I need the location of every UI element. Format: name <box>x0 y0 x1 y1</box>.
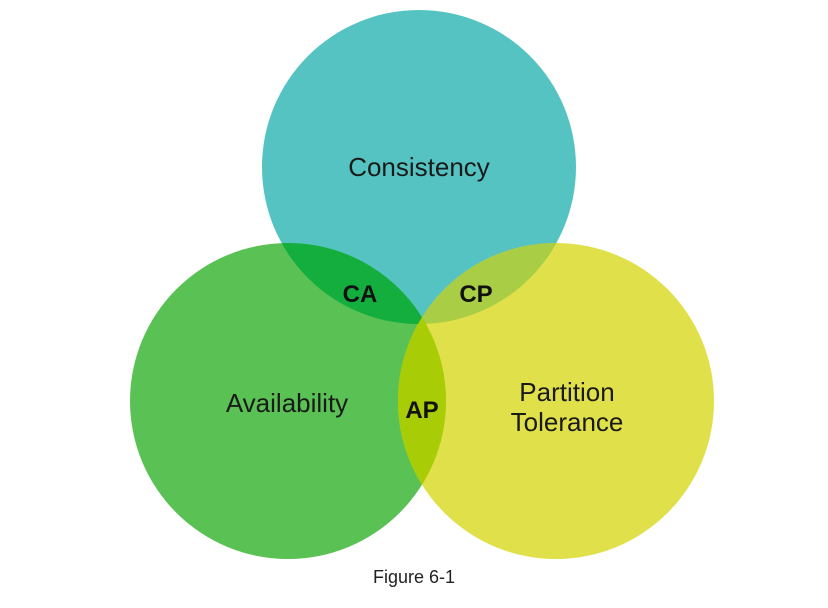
partition-label-line2: Tolerance <box>510 406 624 437</box>
consistency-circle <box>262 10 576 324</box>
ap-label: AP <box>405 397 439 424</box>
consistency-label: Consistency <box>348 152 490 182</box>
cp-label: CP <box>459 281 493 308</box>
availability-circle <box>130 243 446 559</box>
ca-label: CA <box>342 281 378 308</box>
partition-tolerance-label: Partition Tolerance <box>467 377 667 438</box>
partition-tolerance-circle <box>398 243 714 559</box>
availability-label: Availability <box>225 388 349 418</box>
partition-label-line1: Partition <box>519 377 615 407</box>
figure-caption: Figure 6-1 <box>372 567 456 587</box>
